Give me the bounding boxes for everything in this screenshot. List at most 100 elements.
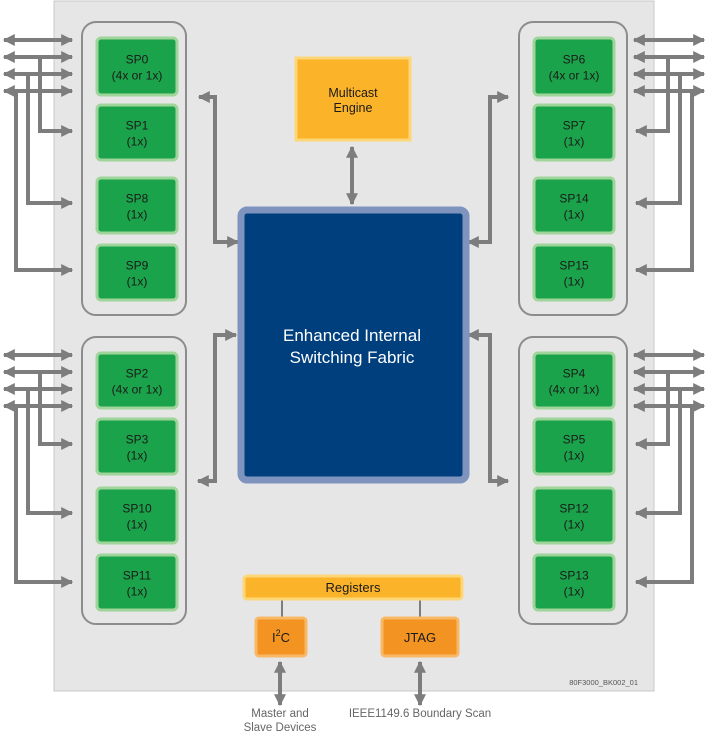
external-link-arrows bbox=[2, 34, 705, 588]
port-sp13: SP13 (1x) bbox=[532, 553, 616, 612]
port-sp3: SP3 (1x) bbox=[95, 417, 179, 476]
external-arrow bbox=[634, 91, 694, 276]
jtag-block: JTAG bbox=[380, 616, 460, 658]
port-mode: (1x) bbox=[564, 449, 585, 463]
port-group-top-right bbox=[518, 21, 628, 316]
jtag-caption: IEEE1149.6 Boundary Scan bbox=[349, 708, 491, 720]
port-box bbox=[532, 36, 616, 97]
external-arrow bbox=[26, 74, 74, 209]
port-mode: (1x) bbox=[127, 135, 148, 149]
multicast-label-line1: Multicast bbox=[328, 86, 378, 100]
i2c-caption-line2: Slave Devices bbox=[244, 722, 317, 734]
port-box bbox=[532, 486, 616, 545]
port-box bbox=[95, 103, 179, 162]
port-name: SP3 bbox=[126, 433, 149, 447]
switching-fabric: Enhanced Internal Switching Fabric bbox=[237, 206, 470, 484]
port-mode: (4x or 1x) bbox=[549, 383, 600, 397]
port-mode: (1x) bbox=[127, 449, 148, 463]
port-sp5: SP5 (1x) bbox=[532, 417, 616, 476]
port-name: SP2 bbox=[126, 367, 149, 381]
port-sp10: SP10(1x) bbox=[95, 486, 179, 545]
i2c-caption-line1: Master and bbox=[251, 708, 309, 720]
port-name: SP11 bbox=[123, 569, 152, 583]
port-box bbox=[95, 553, 179, 612]
port-sp14: SP14 (1x) bbox=[532, 176, 616, 235]
port-box bbox=[532, 553, 616, 612]
port-name: SP4 bbox=[563, 367, 586, 381]
external-arrow bbox=[14, 91, 74, 276]
external-arrow bbox=[38, 372, 74, 450]
port-mode: (1x) bbox=[127, 208, 148, 222]
fabric-label-line2: Switching Fabric bbox=[290, 348, 415, 367]
port-group-top-left bbox=[81, 21, 187, 316]
port-mode: (1x) bbox=[564, 135, 585, 149]
port-box bbox=[95, 351, 179, 410]
external-arrow bbox=[634, 389, 682, 519]
port-name: SP12 bbox=[559, 502, 589, 516]
port-box bbox=[95, 243, 179, 302]
port-name: SP5 bbox=[563, 433, 586, 447]
port-sp11: SP11(1x) bbox=[95, 553, 179, 612]
external-arrow bbox=[634, 372, 670, 450]
port-name: SP6 bbox=[563, 53, 586, 67]
external-arrow bbox=[26, 389, 74, 519]
serial-ports: SP0 (4x or 1x) SP1 (1x) SP8 (1x) SP9 (1x) SP2 (4x… bbox=[95, 36, 616, 612]
link-bottom-left-fabric bbox=[196, 329, 238, 487]
port-box bbox=[95, 36, 179, 97]
port-mode: (1x) bbox=[564, 208, 585, 222]
external-arrow bbox=[634, 406, 694, 588]
port-box bbox=[532, 417, 616, 476]
port-name: SP8 bbox=[126, 192, 149, 206]
port-sp4: SP4 (4x or 1x) bbox=[532, 351, 616, 410]
port-sp6: SP6 (4x or 1x) bbox=[532, 36, 616, 97]
link-top-left-fabric bbox=[197, 91, 240, 248]
port-mode: (1x) bbox=[564, 518, 585, 532]
port-box bbox=[532, 243, 616, 302]
port-box bbox=[95, 176, 179, 235]
external-arrow bbox=[634, 74, 682, 209]
port-sp1: SP1 (1x) bbox=[95, 103, 179, 162]
multicast-engine: Multicast Engine bbox=[294, 56, 412, 142]
port-name: SP15 bbox=[559, 259, 589, 273]
port-name: SP1 bbox=[126, 119, 149, 133]
registers-label: Registers bbox=[326, 580, 381, 595]
port-name: SP0 bbox=[126, 53, 149, 67]
multicast-label-line2: Engine bbox=[334, 101, 373, 115]
port-mode: (4x or 1x) bbox=[112, 383, 163, 397]
port-mode: (1x) bbox=[127, 275, 148, 289]
port-sp12: SP12 (1x) bbox=[532, 486, 616, 545]
port-sp7: SP7 (1x) bbox=[532, 103, 616, 162]
i2c-label: I2C bbox=[272, 628, 290, 645]
external-arrow bbox=[634, 57, 670, 137]
fabric-label-line1: Enhanced Internal bbox=[283, 326, 421, 345]
port-name: SP9 bbox=[126, 259, 149, 273]
external-arrow bbox=[38, 57, 74, 137]
fabric-link-arrows bbox=[196, 91, 510, 707]
port-box bbox=[532, 351, 616, 410]
port-box bbox=[532, 176, 616, 235]
link-top-right-fabric bbox=[466, 91, 510, 248]
port-box bbox=[532, 103, 616, 162]
i2c-block: I2C bbox=[254, 616, 308, 658]
registers-block: Registers bbox=[242, 574, 464, 618]
port-sp2: SP2 (4x or 1x) bbox=[95, 351, 179, 410]
port-mode: (4x or 1x) bbox=[549, 69, 600, 83]
port-name: SP10 bbox=[122, 502, 152, 516]
port-mode: (4x or 1x) bbox=[112, 69, 163, 83]
port-box bbox=[95, 486, 179, 545]
port-name: SP14 bbox=[559, 192, 589, 206]
port-name: SP7 bbox=[563, 119, 586, 133]
port-sp0: SP0 (4x or 1x) bbox=[95, 36, 179, 97]
port-sp9: SP9 (1x) bbox=[95, 243, 179, 302]
port-sp8: SP8 (1x) bbox=[95, 176, 179, 235]
port-box bbox=[95, 417, 179, 476]
port-group-bottom-right bbox=[518, 336, 628, 625]
port-mode: (1x) bbox=[564, 275, 585, 289]
external-arrow bbox=[14, 406, 74, 588]
port-name: SP13 bbox=[559, 569, 589, 583]
port-mode: (1x) bbox=[564, 585, 585, 599]
jtag-label: JTAG bbox=[404, 630, 436, 645]
port-sp15: SP15 (1x) bbox=[532, 243, 616, 302]
port-group-bottom-left bbox=[81, 336, 187, 625]
